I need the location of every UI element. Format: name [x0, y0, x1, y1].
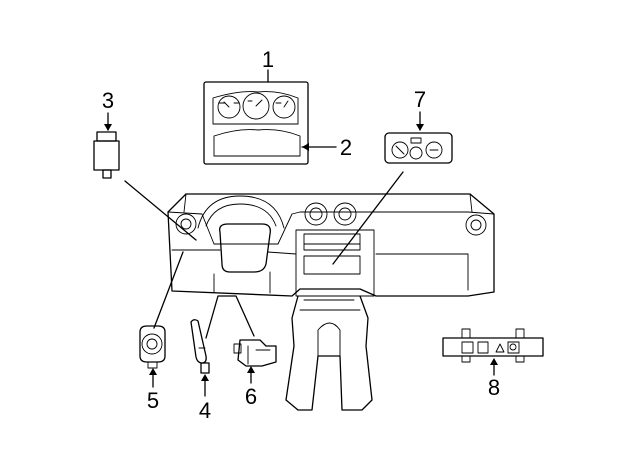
callout-number-1: 1 — [262, 47, 274, 72]
callout-arrow-4 — [201, 374, 209, 381]
switch-module — [233, 339, 277, 367]
steering-column-switch — [190, 319, 210, 374]
cluster-lens — [213, 129, 301, 157]
leader-line-5 — [153, 251, 184, 329]
ignition-switch — [139, 325, 166, 369]
callout-arrow-5 — [149, 368, 157, 375]
callout-arrow-7 — [416, 124, 424, 131]
callout-number-6: 6 — [245, 384, 257, 409]
callout-number-7: 7 — [414, 87, 426, 112]
dashboard — [167, 193, 495, 411]
leader-line-7 — [332, 171, 404, 265]
callout-arrow-2 — [302, 143, 309, 151]
callout-number-8: 8 — [488, 375, 500, 400]
switch-plug — [93, 131, 120, 179]
callout-number-5: 5 — [147, 388, 159, 413]
callout-number-4: 4 — [199, 398, 211, 423]
climate-control-panel — [384, 132, 453, 164]
hazard-switch-panel — [442, 328, 544, 363]
leader-line-3 — [124, 180, 197, 241]
callout-number-2: 2 — [340, 135, 352, 160]
callout-arrow-6 — [247, 366, 255, 373]
instrument-cluster — [203, 81, 309, 165]
callout-number-3: 3 — [102, 88, 114, 113]
callout-arrow-3 — [104, 124, 112, 131]
callout-arrow-8 — [490, 358, 498, 365]
leader-line-4-6 — [205, 295, 255, 339]
